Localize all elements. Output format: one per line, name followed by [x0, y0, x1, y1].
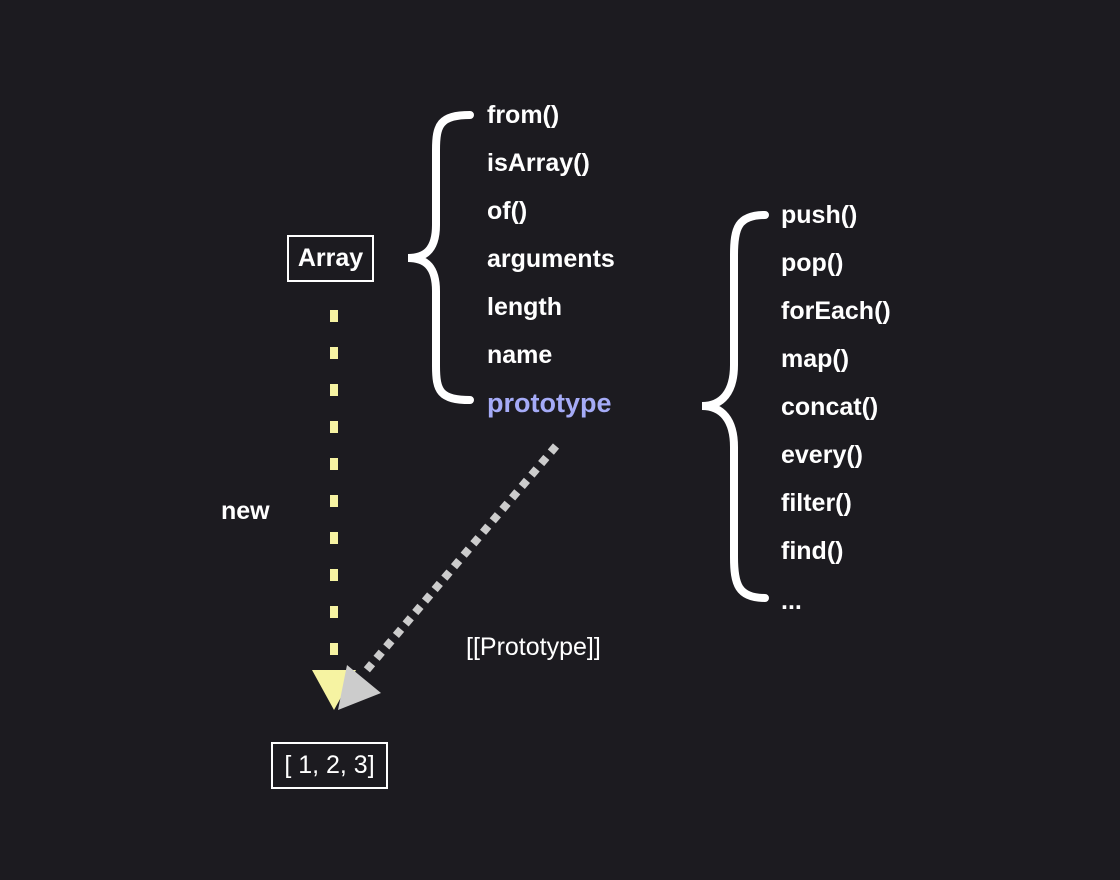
prototype-arrow-head	[338, 665, 381, 710]
array-instance-label: [ 1, 2, 3]	[284, 751, 375, 779]
static-members-brace	[407, 111, 474, 404]
prototype-arrow-line	[361, 443, 560, 675]
static-member: of()	[487, 197, 528, 225]
prototype-methods-brace	[701, 211, 769, 602]
array-constructor-label: Array	[297, 244, 364, 272]
static-member: length	[487, 293, 562, 321]
prototype-method: pop()	[781, 249, 844, 277]
array-constructor-box: Array	[287, 235, 374, 282]
prototype-method: map()	[781, 345, 850, 373]
static-member: isArray()	[487, 149, 590, 177]
prototype-method: every()	[781, 441, 863, 469]
prototype-method: push()	[781, 201, 858, 229]
new-label: new	[221, 497, 270, 525]
prototype-method: forEach()	[781, 297, 891, 325]
prototype-method: find()	[781, 537, 844, 565]
prototype-method: filter()	[781, 489, 852, 517]
prototype-method-ellipsis: ...	[781, 587, 802, 615]
static-member-prototype: prototype	[487, 388, 612, 418]
static-member: arguments	[487, 245, 615, 273]
prototype-link-label: [[Prototype]]	[466, 633, 601, 661]
static-member: name	[487, 341, 553, 369]
array-instance-box: [ 1, 2, 3]	[271, 742, 388, 789]
static-member: from()	[487, 101, 560, 129]
prototype-method: concat()	[781, 393, 879, 421]
